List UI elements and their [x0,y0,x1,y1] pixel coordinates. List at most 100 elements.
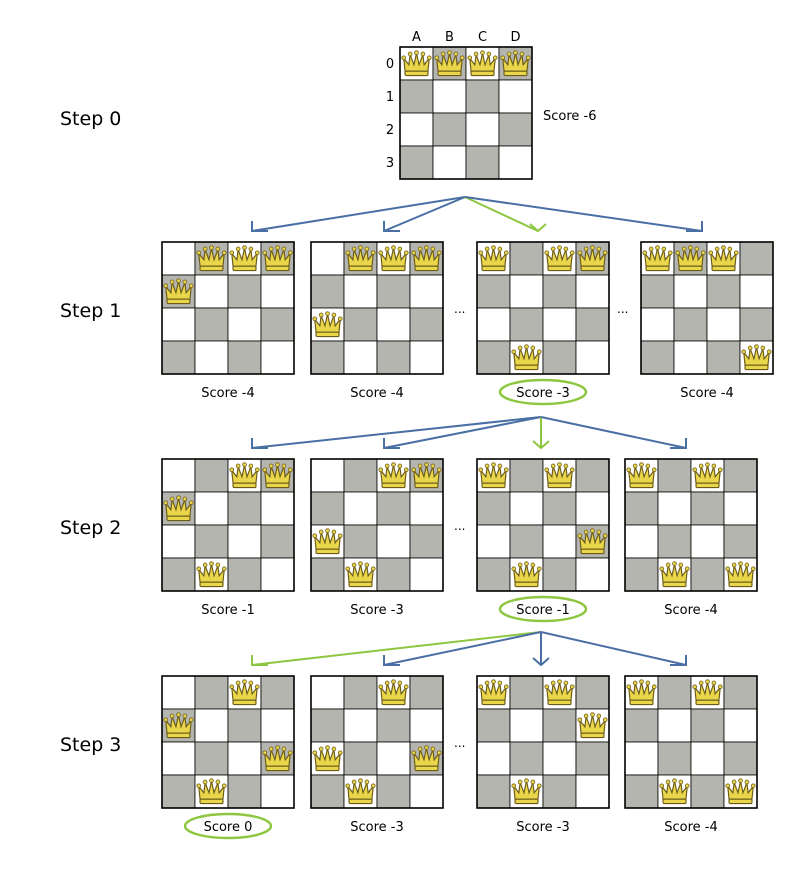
move-arrow [251,416,542,449]
board-square [657,708,692,743]
score-label: Score -3 [516,386,570,401]
board-square [310,708,345,743]
score-label: Score -4 [664,603,718,618]
arrow-head [532,440,550,450]
board-square [542,307,577,342]
board-square [376,741,411,776]
board-square [690,557,725,592]
board-square [409,307,444,342]
board-square [161,241,196,276]
board-square [194,675,229,710]
board-square [409,774,444,809]
board-border [399,46,533,180]
board-square [343,524,378,559]
board-square [432,112,467,147]
arrow-head [383,655,400,666]
board-square [343,708,378,743]
board-square [227,491,262,526]
board-square [690,491,725,526]
board-square [409,274,444,309]
board-square [343,458,378,493]
move-arrow [383,196,466,232]
board-step-1-3 [476,241,610,375]
board-square [310,774,345,809]
board-square [227,774,262,809]
board-square [739,307,774,342]
labels-layer: Step 0 Step 1 Step 2 Step 3 Score -6 ...… [60,108,628,756]
board-square [376,491,411,526]
board-square [161,458,196,493]
board-border [624,675,758,809]
board-square [260,340,295,375]
board-square [260,708,295,743]
board-square [310,274,345,309]
board-square [706,307,741,342]
score-step-2-4: Score -4 [664,603,718,618]
board-square [690,524,725,559]
board-square [498,79,533,114]
arrow-head [686,221,703,232]
board-step-1-4 [640,241,774,375]
ellipsis-step-3: ... [454,736,465,750]
board-square [194,340,229,375]
board-square [161,307,196,342]
board-square [227,340,262,375]
board-square [542,491,577,526]
board-square [432,145,467,180]
column-label: B [445,30,454,45]
arrows-layer [251,196,703,667]
board-square [542,557,577,592]
board-step-2-1 [161,458,295,592]
score-label: Score -4 [201,386,255,401]
board-square [723,491,758,526]
board-step-3-3 [476,675,610,809]
score-step-1-3: Score -3 [498,378,588,406]
board-border [640,241,774,375]
board-border [624,458,758,592]
board-square [498,112,533,147]
board-square [409,340,444,375]
board-square [409,557,444,592]
board-square [376,340,411,375]
board-square [343,675,378,710]
board-square [227,524,262,559]
board-border [310,241,444,375]
board-square [575,340,610,375]
board-square [476,774,511,809]
score-step-3-3: Score -3 [516,820,570,835]
board-square [640,307,675,342]
board-step-1-2 [310,241,444,375]
board-square [723,458,758,493]
board-square [476,340,511,375]
arrow-head [670,655,687,666]
board-square [343,307,378,342]
score-step-2-2: Score -3 [350,603,404,618]
board-square [624,524,659,559]
board-square [260,675,295,710]
board-square [509,675,544,710]
score-label: Score -1 [516,603,570,618]
board-square [690,741,725,776]
board-square [399,112,434,147]
board-square [723,708,758,743]
board-square [542,774,577,809]
board-square [657,675,692,710]
move-arrow [540,631,687,666]
board-border [161,241,295,375]
arrow-head [383,221,400,232]
board-square [542,524,577,559]
board-square [542,340,577,375]
row-label: 1 [386,90,394,105]
score-label: Score -3 [350,820,404,835]
move-arrow [383,416,542,449]
arrow-head [383,438,400,449]
board-square [432,79,467,114]
board-square [465,112,500,147]
score-label: Score -1 [201,603,255,618]
board-square [673,340,708,375]
board-square [376,774,411,809]
board-square [739,241,774,276]
board-step-2-3 [476,458,610,592]
score-step-3-2: Score -3 [350,820,404,835]
board-step-2-4 [624,458,758,592]
